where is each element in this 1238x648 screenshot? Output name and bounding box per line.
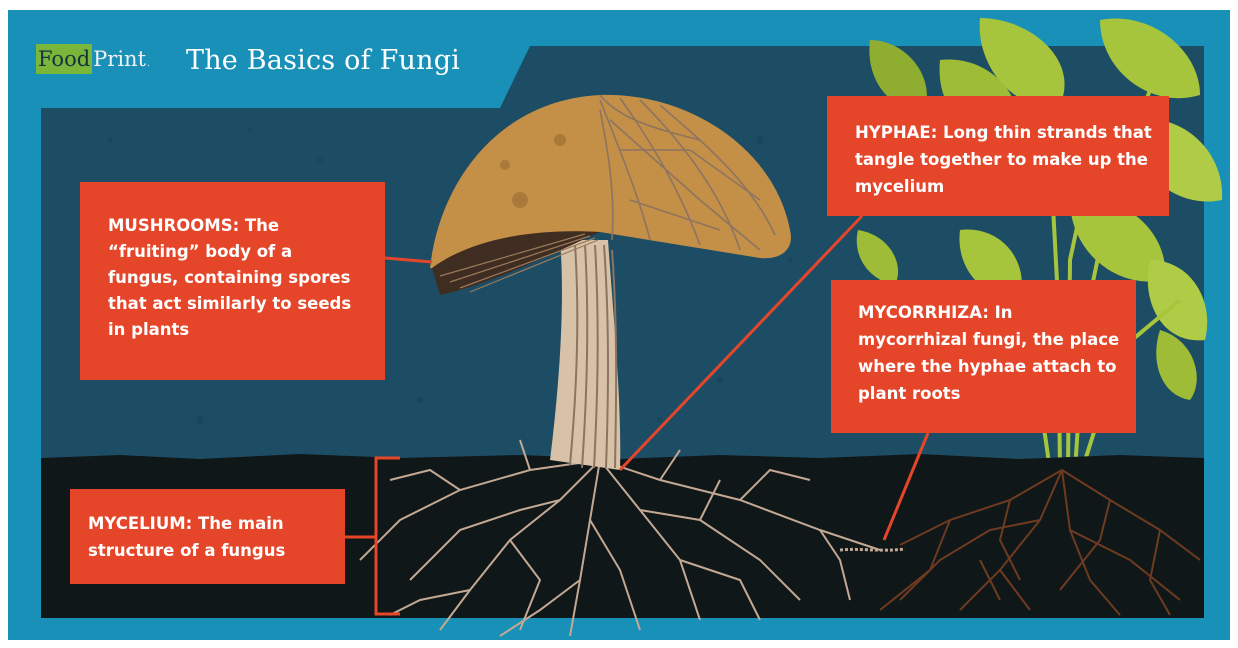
callout-mycelium: MYCELIUM: The main structure of a fungus xyxy=(70,489,345,584)
callout-mycelium-term: MYCELIUM: xyxy=(88,514,192,533)
callout-mushrooms-term: MUSHROOMS: xyxy=(108,216,239,235)
callout-mushrooms: MUSHROOMS: The “fruiting” body of a fung… xyxy=(80,182,385,380)
brand-logo: Food Print . xyxy=(36,44,150,80)
brand-name-part2: Print xyxy=(92,44,146,74)
brand-mark: . xyxy=(147,59,150,69)
callout-mycorrhiza-term: MYCORRHIZA: xyxy=(858,303,989,322)
callout-hyphae-term: HYPHAE: xyxy=(855,123,937,142)
brand-name-part1: Food xyxy=(36,44,92,74)
callout-hyphae: HYPHAE: Long thin strands that tangle to… xyxy=(827,96,1169,216)
page-title: The Basics of Fungi xyxy=(186,41,460,81)
callout-mycorrhiza: MYCORRHIZA: In mycorrhizal fungi, the pl… xyxy=(831,280,1136,433)
